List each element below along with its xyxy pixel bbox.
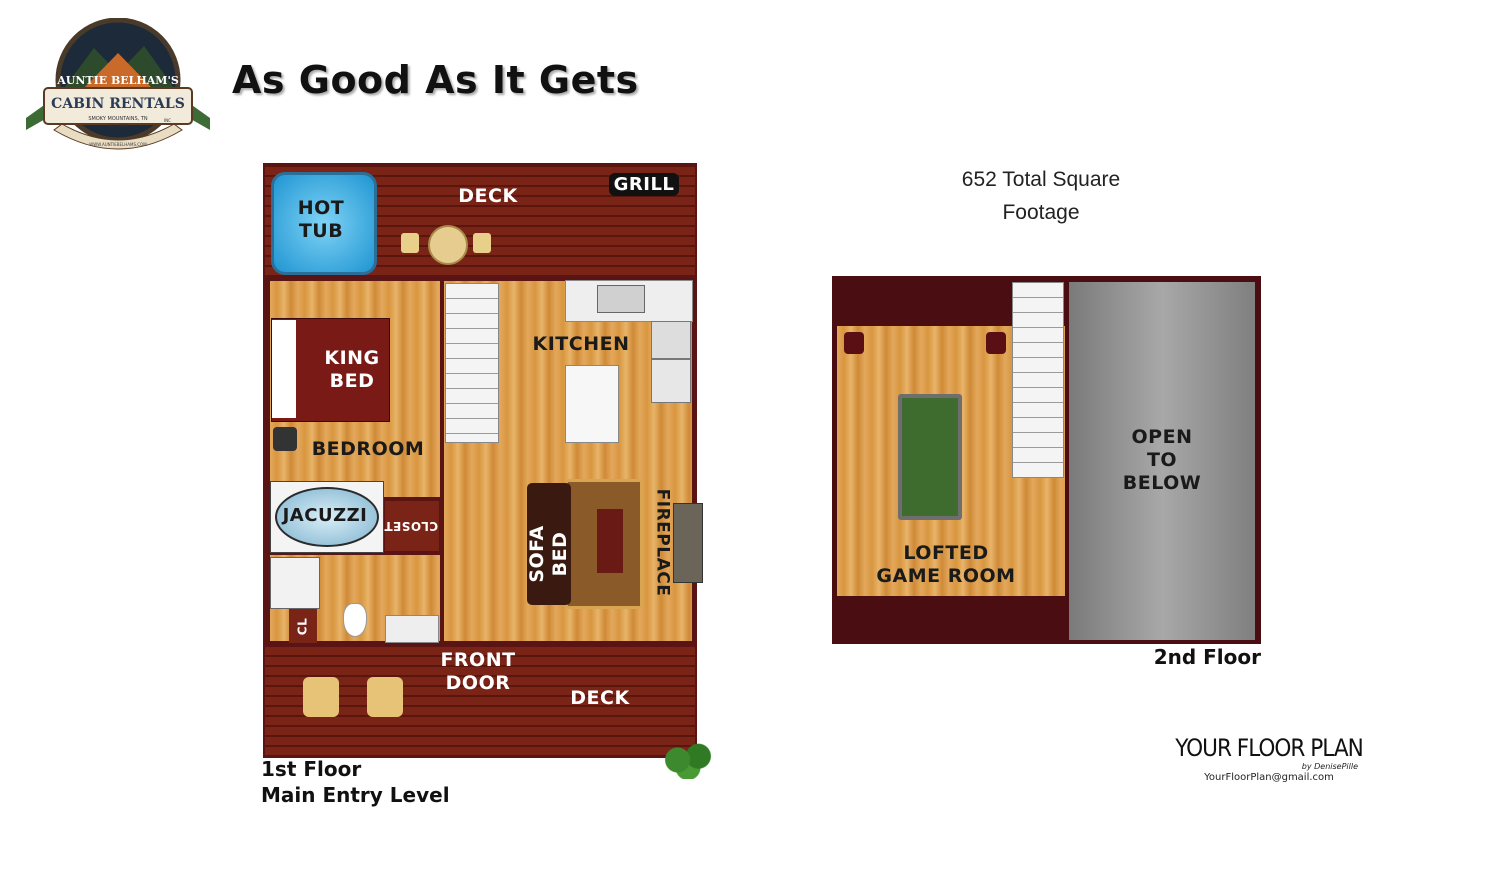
king-bed-pillows <box>272 320 296 418</box>
credit-email: YourFloorPlan@gmail.com <box>1204 772 1334 783</box>
square-footage-line1: 652 Total Square <box>961 168 1121 191</box>
fireplace-label: FIREPLACE <box>652 488 673 597</box>
front-door-label: FRONT DOOR <box>440 649 516 694</box>
shrub <box>662 741 714 779</box>
first-floor-plan: HOT TUB DECK GRILL KING BED BEDROOM JACU… <box>263 163 703 758</box>
pool-table <box>898 394 962 520</box>
square-footage-text: 652 Total Square Footage <box>930 163 1152 229</box>
deck-chair-left <box>401 233 419 253</box>
floor-plan-credit: YOUR FLOOR PLAN by DenisePille YourFloor… <box>1170 734 1368 784</box>
first-floor-caption-line1: 1st Floor <box>261 757 362 781</box>
stove <box>651 359 691 403</box>
kitchen-sink <box>597 285 645 313</box>
deck-top-label: DECK <box>458 185 518 207</box>
kitchen-island <box>565 365 619 443</box>
game-chair-left <box>844 332 864 354</box>
credit-brand: YOUR FLOOR PLAN <box>1175 734 1363 762</box>
deck-chair-2 <box>367 677 403 717</box>
jacuzzi-label: JACUZZI <box>282 505 368 526</box>
deck-chair-right <box>473 233 491 253</box>
logo-line1: AUNTIE BELHAM'S <box>57 74 179 87</box>
first-floor-caption-line2: Main Entry Level <box>261 783 450 807</box>
open-to-below-label: OPEN TO BELOW <box>1122 426 1202 494</box>
kitchen-label: KITCHEN <box>532 333 630 355</box>
jacuzzi-tub <box>275 487 379 547</box>
stairs-first-floor <box>445 283 499 443</box>
logo-tagline: SMOKY MOUNTAINS, TN <box>88 116 148 122</box>
game-chair-right <box>986 332 1006 354</box>
logo-est: est. 1984 <box>108 123 128 128</box>
first-floor-caption: 1st Floor Main Entry Level <box>261 756 450 808</box>
logo-url: WWW.AUNTIEBELHAMS.COM <box>89 142 147 147</box>
refrigerator <box>651 321 691 359</box>
deck-chair-1 <box>303 677 339 717</box>
credit-byline: by DenisePille <box>1301 762 1358 771</box>
coffee-table <box>597 509 623 573</box>
hot-tub <box>271 172 377 275</box>
bedroom-label: BEDROOM <box>311 438 425 460</box>
company-logo: AUNTIE BELHAM'S CABIN RENTALS SMOKY MOUN… <box>24 17 214 153</box>
linen-closet <box>289 609 317 643</box>
second-floor-plan: OPEN TO BELOW LOFTED GAME ROOM <box>832 276 1261 644</box>
bedroom-closet <box>385 501 439 551</box>
deck-bottom-label: DECK <box>570 687 630 709</box>
hot-tub-label: HOT TUB <box>297 197 345 242</box>
toilet <box>343 603 367 637</box>
logo-line2: CABIN RENTALS <box>51 96 185 112</box>
lofted-game-room-label: LOFTED GAME ROOM <box>876 542 1016 587</box>
sofa-bed <box>527 483 571 605</box>
grill-label: GRILL <box>609 173 679 196</box>
logo-inc: INC <box>164 118 171 123</box>
fireplace <box>673 503 703 583</box>
logo-badge-graphic <box>26 17 210 150</box>
open-to-below-area <box>1069 282 1255 640</box>
second-floor-caption: 2nd Floor <box>1153 645 1261 669</box>
square-footage-line2: Footage <box>1002 201 1080 224</box>
page-title: As Good As It Gets <box>232 58 639 102</box>
bedroom-lamp <box>273 427 297 451</box>
deck-table <box>428 225 468 265</box>
stairs-second-floor <box>1012 282 1064 478</box>
king-bed-label: KING BED <box>324 347 380 392</box>
cl-label: CL <box>295 617 310 636</box>
bathroom-sink <box>385 615 439 643</box>
closet-label: CLOSET <box>383 519 439 533</box>
shower <box>270 557 320 609</box>
sofa-bed-label: SOFA BED <box>526 525 571 583</box>
